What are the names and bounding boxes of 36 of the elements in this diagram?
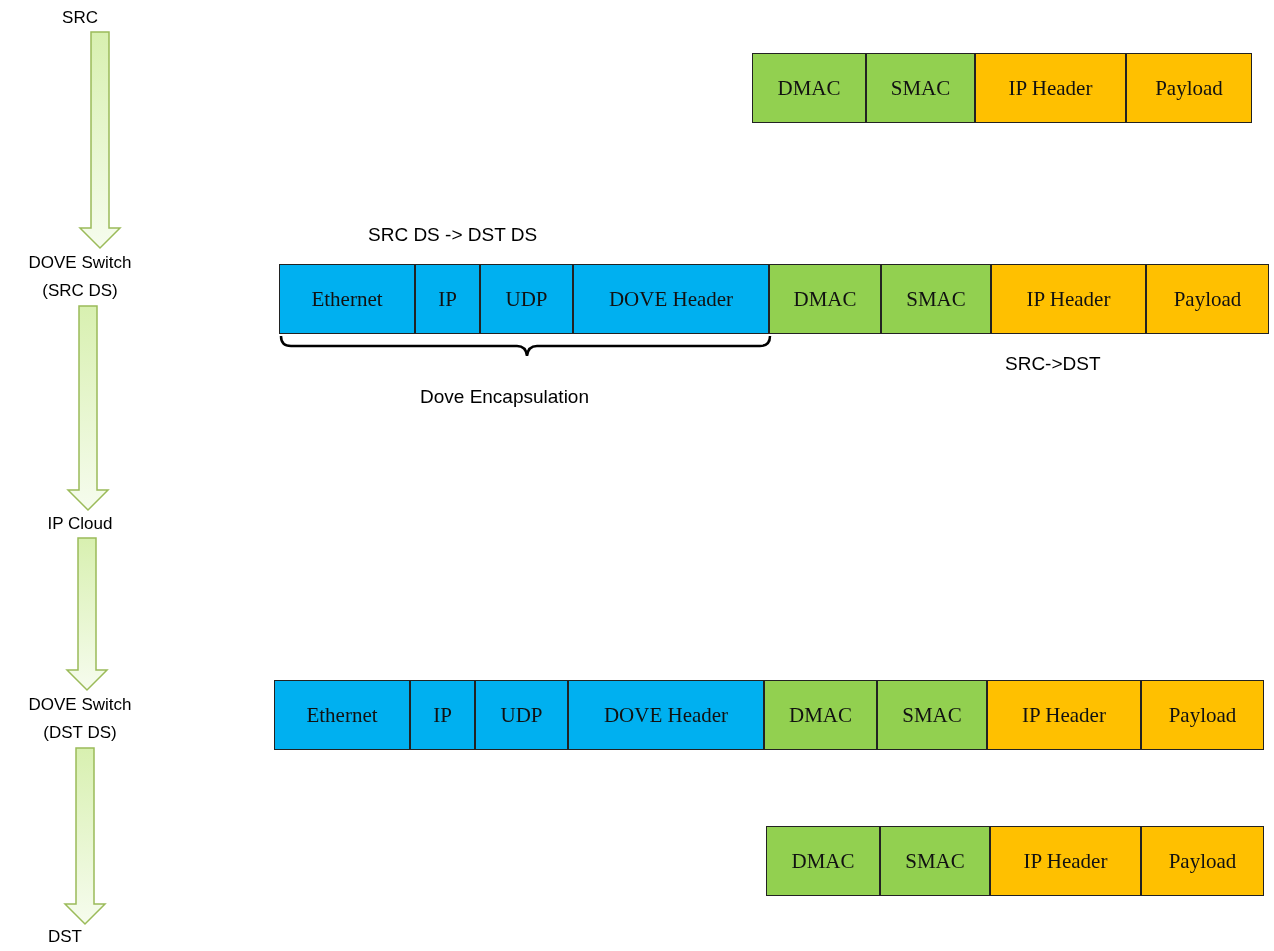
block-arrow [78,31,122,250]
packet-field: Payload [1146,264,1269,334]
packet-field: DMAC [764,680,877,750]
node-label: DST [25,924,105,950]
annotation-text: SRC->DST [1005,353,1101,375]
block-arrow [63,747,107,926]
packet-field: DOVE Header [568,680,764,750]
packet-field: Ethernet [274,680,410,750]
node-label: DOVE Switch (DST DS) [20,690,140,748]
packet-field: IP Header [975,53,1126,123]
packet-field: UDP [475,680,568,750]
packet-field: Payload [1141,826,1264,896]
packet-field: IP Header [987,680,1141,750]
packet-field: DMAC [766,826,880,896]
packet-field: Payload [1126,53,1252,123]
packet-field: SMAC [866,53,975,123]
block-arrow [65,537,109,692]
block-arrow [66,305,110,512]
packet-field: IP [410,680,475,750]
packet-field: Payload [1141,680,1264,750]
packet-field: SMAC [877,680,987,750]
packet-field: DMAC [769,264,881,334]
node-label: IP Cloud [30,510,130,538]
node-label: SRC [40,4,120,32]
packet-field: SMAC [881,264,991,334]
annotation-text: Dove Encapsulation [420,386,589,408]
packet-field: Ethernet [279,264,415,334]
node-label: DOVE Switch (SRC DS) [20,248,140,306]
packet-field: UDP [480,264,573,334]
packet-field: SMAC [880,826,990,896]
packet-field: DMAC [752,53,866,123]
annotation-text: SRC DS -> DST DS [368,224,538,246]
packet-field: DOVE Header [573,264,769,334]
packet-field: IP [415,264,480,334]
packet-field: IP Header [991,264,1146,334]
packet-field: IP Header [990,826,1141,896]
